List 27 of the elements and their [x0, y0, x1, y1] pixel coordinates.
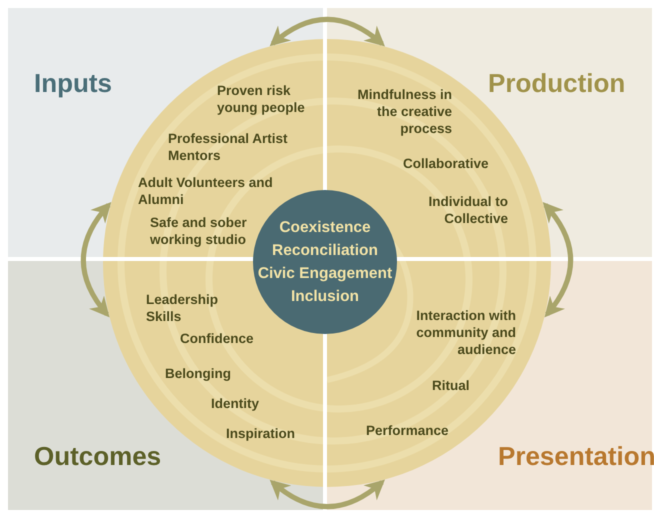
- value-text: Coexistence: [279, 218, 371, 238]
- item-text: Collaborative: [403, 155, 490, 172]
- double-arrow: [542, 202, 574, 318]
- item-text: Belonging: [165, 365, 232, 382]
- item-text: Adult Volunteers and Alumni: [138, 174, 274, 208]
- quadrant-title: Production: [488, 68, 626, 98]
- double-arrow: [270, 480, 386, 510]
- double-arrow: [80, 202, 112, 318]
- item-text: Individual to Collective: [428, 193, 508, 227]
- quadrant-title: Presentation: [498, 441, 654, 471]
- quadrant-title: Outcomes: [34, 441, 162, 471]
- item-text: Performance: [366, 422, 450, 439]
- item-text: Leadership Skills: [146, 291, 220, 325]
- item-text: Mindfulness in the creative process: [356, 86, 452, 137]
- value-text: Civic Engagement: [258, 264, 392, 284]
- item-text: Inspiration: [226, 425, 296, 442]
- item-text: Confidence: [180, 330, 255, 347]
- item-text: Interaction with community and audience: [415, 307, 516, 358]
- value-text: Reconciliation: [272, 241, 378, 261]
- value-text: Inclusion: [290, 287, 360, 307]
- quadrant-title: Inputs: [34, 68, 112, 98]
- double-arrow: [270, 16, 386, 46]
- item-text: Identity: [211, 395, 260, 412]
- item-text: Proven risk young people: [217, 82, 306, 116]
- item-text: Ritual: [432, 377, 471, 394]
- item-text: Safe and sober working studio: [150, 214, 248, 248]
- item-text: Professional Artist Mentors: [168, 130, 288, 164]
